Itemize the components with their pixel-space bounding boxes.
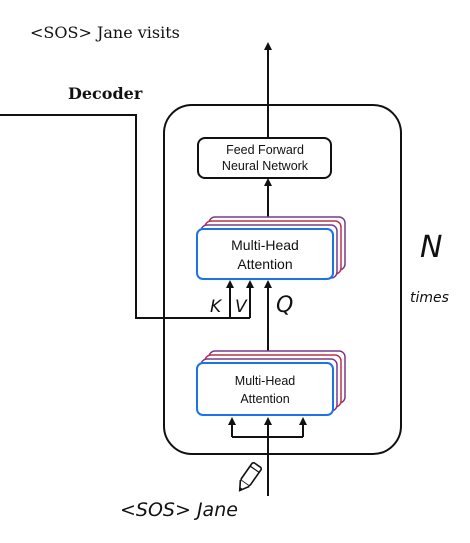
decoder-label: Decoder — [68, 84, 143, 103]
n-handwritten-label: N — [420, 230, 442, 265]
v-handwritten-label: V — [235, 297, 248, 317]
encoder-output-line — [0, 114, 250, 319]
lower-mha-label-line1: Multi-Head — [235, 374, 295, 388]
ffn-label-line1: Feed Forward — [226, 143, 304, 157]
input-fan-arrows — [228, 417, 307, 458]
upper-multi-head-attention-stack: Multi-Head Attention — [196, 216, 346, 280]
feed-forward-block: Feed Forward Neural Network — [197, 137, 332, 179]
decoder-layer-container — [163, 104, 402, 455]
q-handwritten-label: Q — [276, 293, 293, 318]
input-sequence-handwritten: <SOS> Jane — [120, 499, 238, 521]
k-handwritten-label: K — [210, 297, 223, 317]
upper-mha-label-line1: Multi-Head — [231, 237, 299, 253]
pencil-icon — [238, 461, 263, 492]
times-handwritten-label: times — [410, 290, 449, 306]
lower-multi-head-attention-stack: Multi-Head Attention — [196, 350, 346, 416]
ffn-label-line2: Neural Network — [222, 159, 309, 173]
output-sequence-text: <SOS> Jane visits — [30, 23, 180, 42]
lower-mha-label-line2: Attention — [240, 392, 289, 406]
upper-mha-label-line2: Attention — [237, 256, 292, 272]
